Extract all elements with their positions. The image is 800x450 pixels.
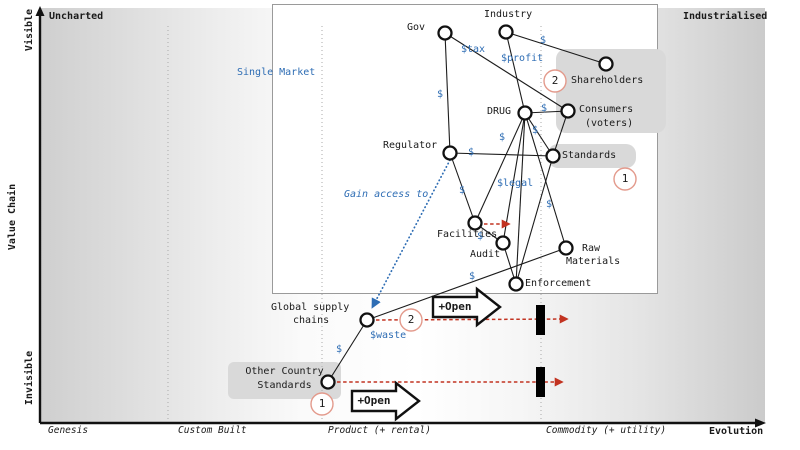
node-consumers — [560, 103, 576, 119]
money-label-drug-facilities: $ — [499, 132, 506, 143]
open-block-arrow-lower — [350, 380, 421, 422]
money-label-drug-consumers: $ — [541, 103, 548, 114]
invisible-label: Invisible — [24, 350, 35, 406]
stage-product: Product (+ rental) — [328, 425, 431, 436]
edge-industry-shareholders — [505, 31, 607, 65]
money-label-regulator-standards: $ — [468, 147, 475, 158]
edge-industry-drug — [505, 31, 526, 114]
edge-gov-regulator — [444, 32, 451, 154]
money-label-facilities-audit: $ — [477, 231, 484, 242]
gain-access-arrow — [371, 159, 451, 309]
node-industry — [498, 24, 514, 40]
node-label-enforcement: Enforcement — [525, 278, 592, 289]
node-label-regulator: Regulator — [383, 140, 438, 151]
flow-label-profit: $profit — [501, 53, 544, 64]
edge-global_supply-raw_materials — [366, 247, 567, 321]
flow-label-waste: $waste — [370, 330, 407, 341]
industrialised-label: Industrialised — [683, 11, 768, 22]
node-label-facilities: Facilities — [437, 229, 498, 240]
node-label-standards: Standards — [562, 150, 617, 161]
node-raw_materials — [558, 240, 574, 256]
evolution-axis-title: Evolution — [709, 426, 764, 437]
node-audit — [495, 235, 511, 251]
edges-layer — [327, 31, 607, 383]
node-label-audit: Audit — [470, 249, 501, 260]
node-drug — [517, 105, 533, 121]
open-label-lower: +Open — [357, 394, 391, 407]
marker-ring-2a — [543, 69, 567, 93]
gain-access-label: Gain access to — [344, 189, 429, 200]
stage-custom-built: Custom Built — [178, 425, 247, 436]
money-label-regulator-facilities: $ — [459, 185, 466, 196]
flow-label-tax: $tax — [461, 44, 486, 55]
money-label-gsc-raw: $ — [469, 271, 476, 282]
edge-gov-consumers — [444, 32, 569, 112]
node-label-raw-materials-2: Materials — [566, 256, 621, 267]
visible-label: Visible — [24, 8, 35, 52]
marker-ring-1a — [613, 167, 637, 191]
marker-ring-2b — [399, 308, 423, 332]
node-facilities — [467, 215, 483, 231]
node-gov — [437, 25, 453, 41]
inertia-bar-upper — [536, 305, 545, 335]
edge-drug-facilities — [474, 112, 526, 224]
node-regulator — [442, 145, 458, 161]
money-label-drug-standards: $ — [532, 125, 539, 136]
node-label-global-supply-2: chains — [293, 315, 330, 326]
node-other_country — [320, 374, 336, 390]
node-label-drug: DRUG — [487, 106, 512, 117]
money-label-gsc-ocs: $ — [336, 344, 343, 355]
edge-regulator-standards — [449, 152, 554, 157]
inertia-bar-lower — [536, 367, 545, 397]
node-global_supply — [359, 312, 375, 328]
marker-2-global-supply: 2 — [407, 313, 415, 326]
marker-1-standards: 1 — [621, 172, 629, 185]
x-axis-arrowhead — [755, 418, 766, 428]
uncharted-label: Uncharted — [49, 11, 104, 22]
open-block-arrow-upper — [431, 286, 502, 328]
node-standards — [545, 148, 561, 164]
node-label-consumers-2: (voters) — [585, 118, 634, 129]
node-enforcement — [508, 276, 524, 292]
node-shareholders — [598, 56, 614, 72]
nodes-layer — [320, 24, 614, 390]
money-label-drug-raw: $ — [546, 199, 553, 210]
marker-ring-1b — [310, 392, 334, 416]
y-axis-arrowhead — [35, 6, 45, 16]
edge-global_supply-other_country — [327, 319, 368, 383]
node-label-industry: Industry — [484, 9, 533, 20]
marker-1-other-country: 1 — [318, 397, 326, 410]
money-label-industry-shareholders: $ — [540, 35, 547, 46]
flow-label-legal: $legal — [497, 178, 534, 189]
note-box-standards — [548, 144, 636, 168]
node-label-shareholders: Shareholders — [571, 75, 644, 86]
node-label-raw-materials: Raw — [582, 243, 601, 254]
edge-consumers-standards — [552, 110, 569, 157]
node-label-other-country-2: Standards — [257, 380, 312, 391]
edge-regulator-facilities — [449, 152, 476, 224]
edge-standards-enforcement — [515, 155, 554, 285]
stage-genesis: Genesis — [48, 425, 89, 436]
money-label-gov-regulator: $ — [437, 89, 444, 100]
stage-commodity: Commodity (+ utility) — [546, 425, 667, 436]
node-label-consumers: Consumers — [579, 104, 634, 115]
single-market-label: Single Market — [237, 67, 316, 78]
value-chain-axis-title: Value Chain — [7, 183, 18, 251]
node-label-global-supply: Global supply — [271, 302, 350, 313]
edge-drug-enforcement — [515, 112, 526, 285]
edge-drug-standards — [524, 112, 554, 157]
marker-2-shareholders: 2 — [551, 74, 559, 87]
open-label-upper: +Open — [438, 300, 472, 313]
node-label-other-country: Other Country — [245, 366, 324, 377]
node-label-gov: Gov — [407, 22, 426, 33]
